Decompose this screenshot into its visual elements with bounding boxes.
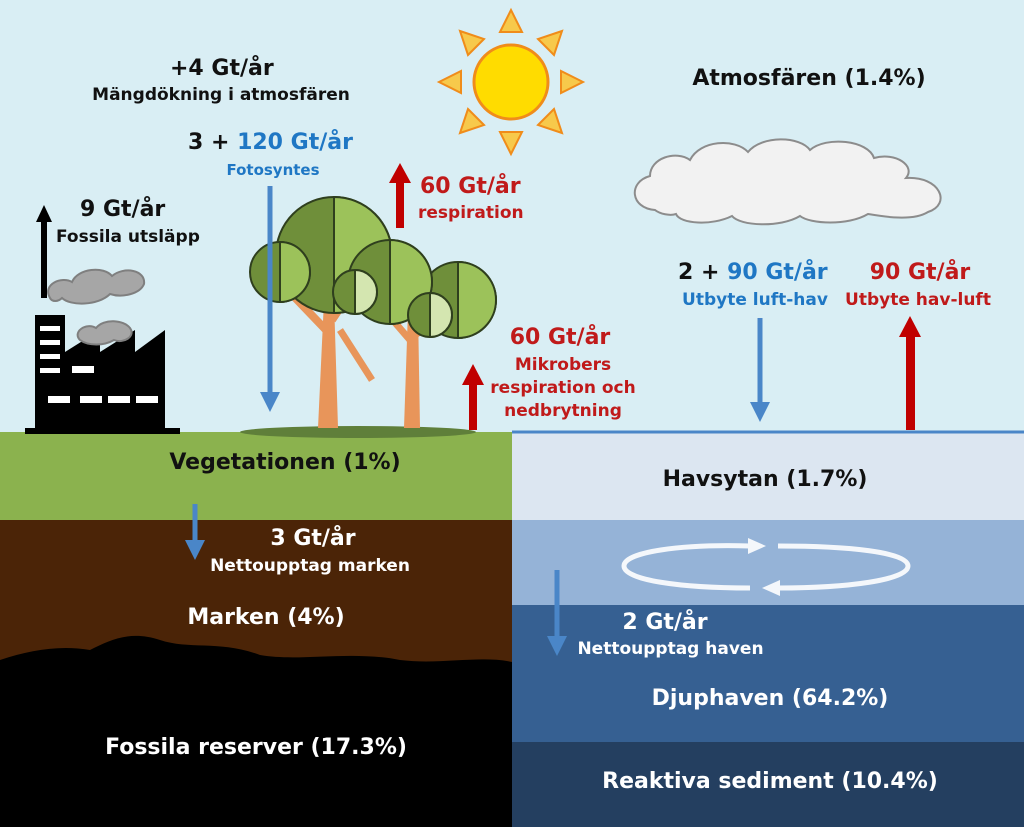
deep-ocean-label: Djuphaven (64.2%) [651, 686, 889, 711]
air-sea-prefix: 2 + [678, 260, 728, 285]
fossil-reserves-label: Fossila reserver (17.3%) [105, 735, 407, 760]
deep-ocean-layer [512, 605, 1024, 742]
microbe-respiration-arrow [462, 364, 484, 430]
sun-icon [436, 7, 586, 157]
fossil-layer [0, 635, 512, 827]
tree-icon [240, 195, 497, 438]
sea-air-value: 90 Gt/år [869, 260, 971, 285]
ocean-mid-layer [512, 520, 1024, 605]
fossil-emission-arrow [36, 205, 52, 298]
atmosphere-label: Atmosfären (1.4%) [692, 66, 926, 91]
sediment-label: Reaktiva sediment (10.4%) [602, 769, 938, 794]
circulation-icon [621, 538, 911, 596]
ocean-uptake-desc: Nettoupptag haven [577, 639, 764, 659]
fossil-emission-desc: Fossila utsläpp [56, 227, 200, 247]
vegetation-layer [0, 432, 512, 520]
sea-air-arrow [899, 316, 921, 430]
respiration-arrow [389, 163, 411, 228]
vegetation-label: Vegetationen (1%) [169, 450, 401, 475]
microbe-desc-2: respiration och [490, 378, 636, 398]
photosynthesis-desc: Fotosyntes [226, 161, 320, 179]
cloud-icon [633, 138, 942, 226]
ocean-uptake-value: 2 Gt/år [622, 610, 708, 635]
respiration-desc: respiration [418, 203, 524, 223]
photosynthesis-value: 3 + 120 Gt/år [188, 130, 358, 155]
sea-surface-label: Havsytan (1.7%) [662, 467, 868, 492]
photosynthesis-amount: 120 Gt/år [237, 130, 353, 155]
microbe-desc-1: Mikrobers [514, 355, 612, 375]
photosynthesis-prefix: 3 + [188, 130, 238, 155]
sea-surface-layer [512, 432, 1024, 520]
atmos-increase-value: +4 Gt/år [170, 56, 274, 81]
fossil-emission-value: 9 Gt/år [80, 197, 166, 222]
sea-air-desc: Utbyte hav-luft [845, 290, 991, 310]
factory-icon [25, 315, 180, 434]
air-sea-amount: 90 Gt/år [727, 260, 828, 285]
microbe-value: 60 Gt/år [509, 325, 611, 350]
microbe-desc-3: nedbrytning [504, 401, 622, 421]
soil-uptake-value: 3 Gt/år [270, 526, 356, 551]
soil-label: Marken (4%) [187, 605, 345, 630]
respiration-value: 60 Gt/år [420, 174, 521, 199]
soil-layer [0, 520, 512, 670]
sediment-layer [512, 742, 1024, 827]
air-sea-value: 2 + 90 Gt/år [678, 260, 838, 285]
soil-uptake-desc: Nettoupptag marken [210, 556, 410, 576]
atmos-increase-desc: Mängdökning i atmosfären [92, 85, 350, 105]
air-sea-desc: Utbyte luft-hav [682, 290, 828, 310]
smoke-icon [47, 268, 146, 346]
